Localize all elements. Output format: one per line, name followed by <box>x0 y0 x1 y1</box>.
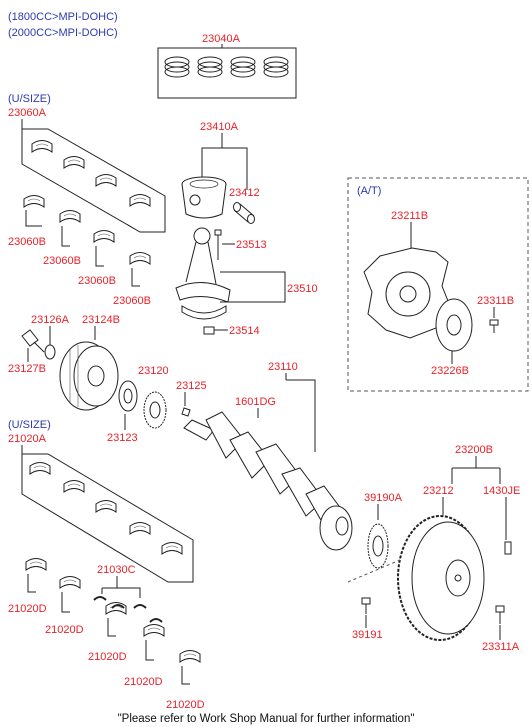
part-label-23060B-1: 23060B <box>8 236 46 248</box>
part-label-23040A: 23040A <box>202 33 241 45</box>
engine-spec-line-2: (2000CC>MPI-DOHC) <box>8 27 118 39</box>
part-label-23311A: 23311A <box>482 641 520 653</box>
part-label-23060B-2: 23060B <box>43 255 81 267</box>
part-label-23514: 23514 <box>229 325 260 337</box>
pulley-washer <box>44 344 56 360</box>
adapter-plate <box>435 298 473 352</box>
bearing-shell-upper-3 <box>93 230 115 243</box>
part-label-23211B: 23211B <box>391 210 428 222</box>
pulley-bolt <box>21 329 45 353</box>
crankshaft <box>183 411 353 551</box>
flywheel-bolt <box>495 605 505 624</box>
bearing-shell-lower-1 <box>25 558 47 571</box>
sensor-wheel-bolt <box>361 597 371 614</box>
main-bearing-set-upper <box>21 128 166 233</box>
main-bearing-set-lower <box>21 453 194 583</box>
part-label-23060B-3: 23060B <box>78 275 116 287</box>
part-label-23311B: 23311B <box>477 295 514 307</box>
crankshaft-pulley <box>59 341 119 411</box>
drive-plate <box>363 247 451 339</box>
piston-pin <box>233 202 255 224</box>
engine-spec-line-1: (1800CC>MPI-DOHC) <box>8 11 118 23</box>
part-label-23410A: 23410A <box>200 121 239 133</box>
part-label-23060B-4: 23060B <box>113 295 151 307</box>
part-label-23412: 23412 <box>229 187 260 199</box>
drive-plate-bolt <box>489 319 499 333</box>
part-label-23212: 23212 <box>423 485 454 497</box>
part-label-23127B: 23127B <box>8 363 46 375</box>
part-label-21020D-3: 21020D <box>88 651 127 663</box>
auto-trans-label: (A/T) <box>357 185 381 197</box>
part-label-21020D-5: 21020D <box>166 699 205 711</box>
part-label-21020D-4: 21020D <box>124 676 163 688</box>
piston <box>181 176 227 219</box>
part-label-23200B: 23200B <box>455 444 493 456</box>
part-label-1601DG: 1601DG <box>235 396 276 408</box>
bearing-shell-lower-5 <box>179 650 201 663</box>
part-label-23510: 23510 <box>287 283 318 295</box>
part-label-1430JE: 1430JE <box>483 485 520 497</box>
part-label-39190A: 39190A <box>364 492 403 504</box>
undersize-label-lower: (U/SIZE) <box>8 419 51 431</box>
part-label-23060A: 23060A <box>8 107 47 119</box>
undersize-label-upper: (U/SIZE) <box>8 93 51 105</box>
rod-nut <box>203 326 215 335</box>
part-label-39191: 39191 <box>352 629 383 641</box>
part-label-21020D-2: 21020D <box>45 624 84 636</box>
bearing-shell-lower-4 <box>143 624 165 637</box>
dowel-pin <box>504 541 512 555</box>
part-label-23226B: 23226B <box>431 365 469 377</box>
part-label-23125: 23125 <box>176 380 207 392</box>
part-label-21020A: 21020A <box>8 433 47 445</box>
sprocket-spacer <box>118 380 138 412</box>
part-label-21030C: 21030C <box>97 564 136 576</box>
part-label-23120: 23120 <box>138 365 169 377</box>
bearing-shell-lower-2 <box>59 576 81 589</box>
part-label-23513: 23513 <box>236 239 267 251</box>
bearing-shell-upper-1 <box>23 195 45 208</box>
part-label-23110: 23110 <box>268 361 298 373</box>
woodruff-key <box>181 407 191 417</box>
piston-ring-set <box>157 47 297 99</box>
part-label-23124B: 23124B <box>82 314 120 326</box>
rod-bolt <box>214 229 222 260</box>
part-label-21020D-1: 21020D <box>8 603 47 615</box>
flywheel <box>397 515 485 641</box>
part-label-23123: 23123 <box>107 432 138 444</box>
bearing-shell-upper-4 <box>129 252 151 265</box>
connecting-rod <box>175 227 231 320</box>
thrust-washers <box>93 596 163 623</box>
part-label-23126A: 23126A <box>31 314 70 326</box>
bearing-shell-upper-2 <box>59 210 81 223</box>
footer-note: "Please refer to Work Shop Manual for fu… <box>118 713 415 725</box>
timing-sprocket <box>143 391 167 429</box>
sensor-wheel <box>367 523 389 569</box>
